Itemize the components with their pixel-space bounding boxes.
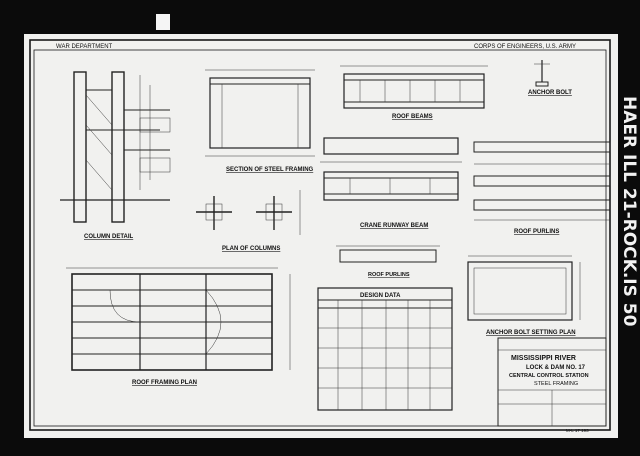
roof-beams-title: ROOF BEAMS <box>392 114 433 120</box>
roof-purlins-right-drawing <box>473 141 611 221</box>
anchor-bolt-title: ANCHOR BOLT <box>528 90 572 96</box>
anchor-setting-plan-title: ANCHOR BOLT SETTING PLAN <box>486 330 576 336</box>
inner-border <box>33 49 607 427</box>
design-data-table <box>317 287 453 411</box>
crane-runway-drawing <box>320 137 462 201</box>
plan-of-columns-drawing <box>196 190 301 235</box>
anchor-setting-plan-drawing <box>467 255 581 321</box>
title-line-2: LOCK & DAM NO. 17 <box>526 365 586 371</box>
roof-framing-plan-drawing <box>66 267 291 371</box>
header-right: CORPS OF ENGINEERS, U.S. ARMY <box>474 44 576 50</box>
section-framing-drawing <box>205 69 315 157</box>
archive-stamp: HAER ILL 21-ROCK.IS 50 <box>619 96 639 327</box>
section-framing-title: SECTION OF STEEL FRAMING <box>226 167 314 173</box>
roof-purlins-center-drawing <box>336 245 440 263</box>
roof-purlins-right-title: ROOF PURLINS <box>514 229 559 235</box>
title-line-3: CENTRAL CONTROL STATION <box>509 373 589 379</box>
roof-framing-plan-title: ROOF FRAMING PLAN <box>132 380 197 386</box>
sheet-border <box>29 39 611 431</box>
anchor-bolt-drawing <box>534 60 550 87</box>
title-line-4: STEEL FRAMING <box>534 381 578 387</box>
roof-beams-drawing <box>340 65 488 109</box>
header-left: WAR DEPARTMENT <box>56 44 113 50</box>
film-mark <box>156 14 170 30</box>
roof-purlins-center-title: ROOF PURLINS <box>368 272 410 278</box>
bottom-note: M-L 17 193 <box>566 428 589 433</box>
plan-columns-title: PLAN OF COLUMNS <box>222 246 280 252</box>
title-block <box>497 337 607 427</box>
design-data-title: DESIGN DATA <box>360 293 401 299</box>
column-detail-drawing <box>60 71 171 223</box>
crane-runway-title: CRANE RUNWAY BEAM <box>360 223 428 229</box>
column-detail-title: COLUMN DETAIL <box>84 234 134 240</box>
title-line-1: MISSISSIPPI RIVER <box>511 355 576 362</box>
